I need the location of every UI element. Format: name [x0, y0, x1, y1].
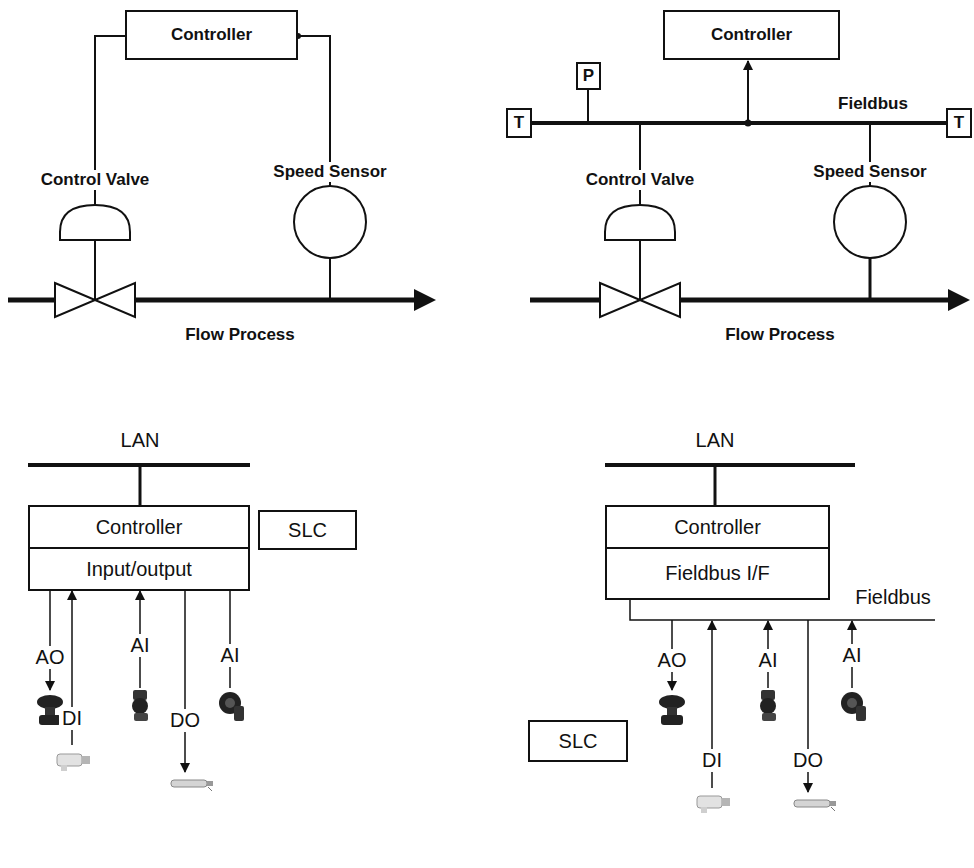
switch-icon: [57, 754, 90, 771]
node-text: Controller: [96, 516, 183, 539]
device-label: Control Valve: [38, 170, 153, 190]
valve-stem: [94, 240, 96, 300]
actuator-icon: [794, 800, 836, 811]
valve-actuator: [605, 205, 675, 240]
signal-wire: [587, 90, 589, 123]
controller-box: Controller: [125, 10, 298, 60]
device-label: Speed Sensor: [270, 162, 389, 182]
process-label: Flow Process: [182, 325, 298, 345]
valve-body: [55, 283, 135, 317]
signal-name: AI: [218, 644, 243, 667]
lan-bus: [605, 463, 855, 467]
node-text: T: [514, 113, 524, 133]
node-text: SLC: [288, 519, 327, 542]
transmitter-icon: [219, 692, 244, 721]
slc-box: SLC: [258, 510, 357, 550]
junction-dot: [745, 120, 752, 127]
transmitter-icon: [760, 690, 776, 721]
process-pipe: [680, 298, 950, 303]
process-pipe: [135, 298, 416, 303]
bus-label: LAN: [118, 429, 163, 452]
slc-box: SLC: [528, 720, 628, 762]
terminator-box: T: [506, 108, 532, 138]
node-text: T: [954, 113, 964, 133]
transmitter-icon: [841, 692, 866, 721]
instrument-box: P: [576, 62, 601, 90]
signal-wire: [49, 590, 51, 690]
process-pipe: [8, 298, 55, 303]
controller-box: Controller: [663, 10, 840, 60]
signal-name: AO: [655, 649, 690, 672]
device-label: Speed Sensor: [810, 162, 929, 182]
valve-actuator: [60, 205, 130, 240]
signal-name: AI: [128, 634, 153, 657]
controller-box: Controller: [28, 505, 250, 549]
signal-wire: [747, 61, 749, 123]
terminator-box: T: [946, 108, 972, 138]
signal-name: AO: [33, 646, 68, 669]
signal-name: AI: [756, 649, 781, 672]
node-text: Controller: [171, 25, 252, 45]
signal-name: DI: [59, 707, 85, 730]
io-box: Input/output: [28, 547, 250, 591]
flow-arrow: [948, 289, 970, 311]
device-label: Control Valve: [583, 170, 698, 190]
interface-box: Fieldbus I/F: [605, 547, 830, 600]
bus-label: Fieldbus: [852, 586, 934, 609]
lan-drop: [714, 465, 717, 505]
sensor-stem: [329, 258, 331, 300]
bus-label: LAN: [693, 429, 738, 452]
sensor-stem: [869, 258, 872, 300]
signal-wire: [639, 123, 641, 205]
node-text: Input/output: [86, 558, 192, 581]
signal-name: DO: [167, 709, 203, 732]
node-text: Controller: [674, 516, 761, 539]
process-label: Flow Process: [722, 325, 838, 345]
sensor-symbol: [294, 186, 366, 258]
signal-name: DO: [790, 749, 826, 772]
controller-box: Controller: [605, 505, 830, 549]
bus-label: Fieldbus: [835, 94, 911, 114]
actuator-icon: [171, 780, 213, 791]
process-pipe: [530, 298, 600, 303]
signal-wire: [229, 590, 231, 688]
node-text: Fieldbus I/F: [665, 562, 769, 585]
valve-icon: [659, 695, 685, 725]
fieldbus-line: [532, 121, 946, 125]
sensor-symbol: [834, 186, 906, 258]
node-text: Controller: [711, 25, 792, 45]
valve-stem: [639, 240, 641, 300]
valve-body: [600, 283, 680, 317]
signal-name: AI: [840, 644, 865, 667]
node-text: SLC: [559, 730, 598, 753]
transmitter-icon: [132, 690, 148, 721]
signal-name: DI: [699, 749, 725, 772]
signal-wire: [184, 590, 186, 772]
node-text: P: [583, 66, 594, 86]
lan-drop: [139, 465, 142, 505]
flow-arrow: [414, 289, 436, 311]
switch-icon: [697, 796, 730, 813]
